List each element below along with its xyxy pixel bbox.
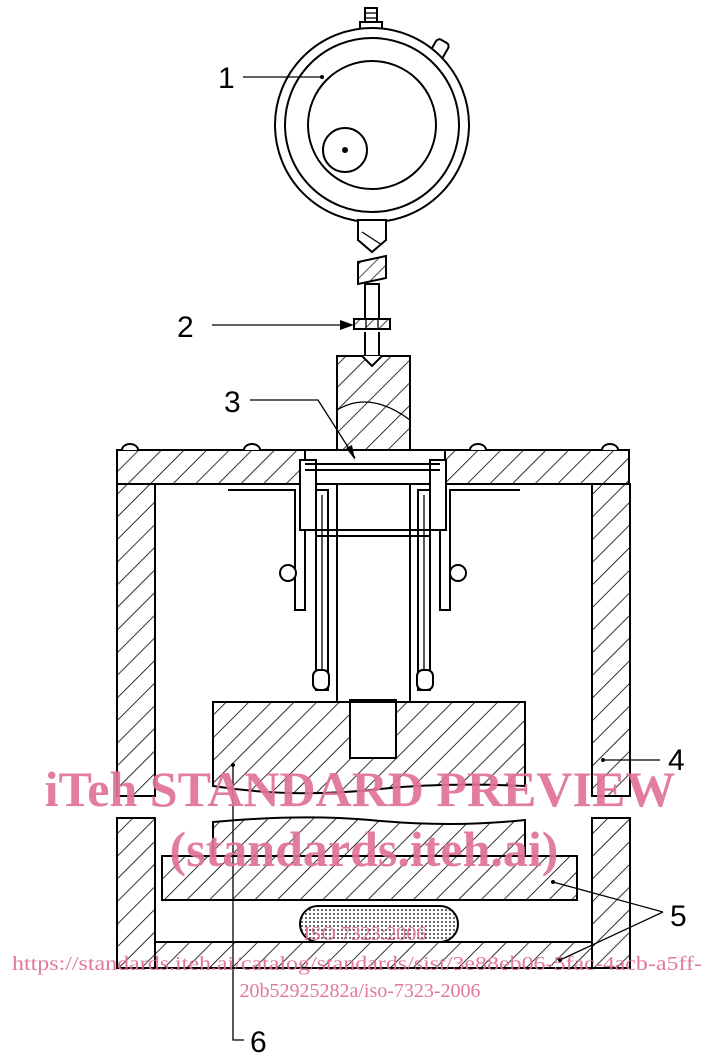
frame	[116, 443, 631, 969]
washer	[353, 318, 391, 330]
label-1: 1	[218, 62, 235, 95]
label-3: 3	[224, 386, 241, 419]
plates	[161, 816, 578, 943]
watermark-url-1: https://standards.iteh.ai/catalog/standa…	[12, 953, 702, 975]
label-5: 5	[670, 900, 687, 933]
watermark-doc: ISO 7323:2006	[304, 923, 427, 945]
guide-assembly	[228, 459, 520, 691]
pressing-block	[212, 701, 526, 795]
label-6: 6	[250, 1026, 267, 1059]
watermark-site: (standards.iteh.ai)	[170, 821, 559, 877]
watermark-url-2: 20b52925282a/iso-7323-2006	[239, 980, 480, 1002]
label-2: 2	[177, 311, 194, 344]
watermark-title: iTeh STANDARD PREVIEW	[45, 761, 676, 817]
label-4: 4	[668, 744, 685, 777]
plunger	[336, 355, 411, 759]
dial-gauge	[274, 7, 470, 368]
specimen	[299, 905, 459, 943]
leader-lines	[212, 75, 664, 1041]
